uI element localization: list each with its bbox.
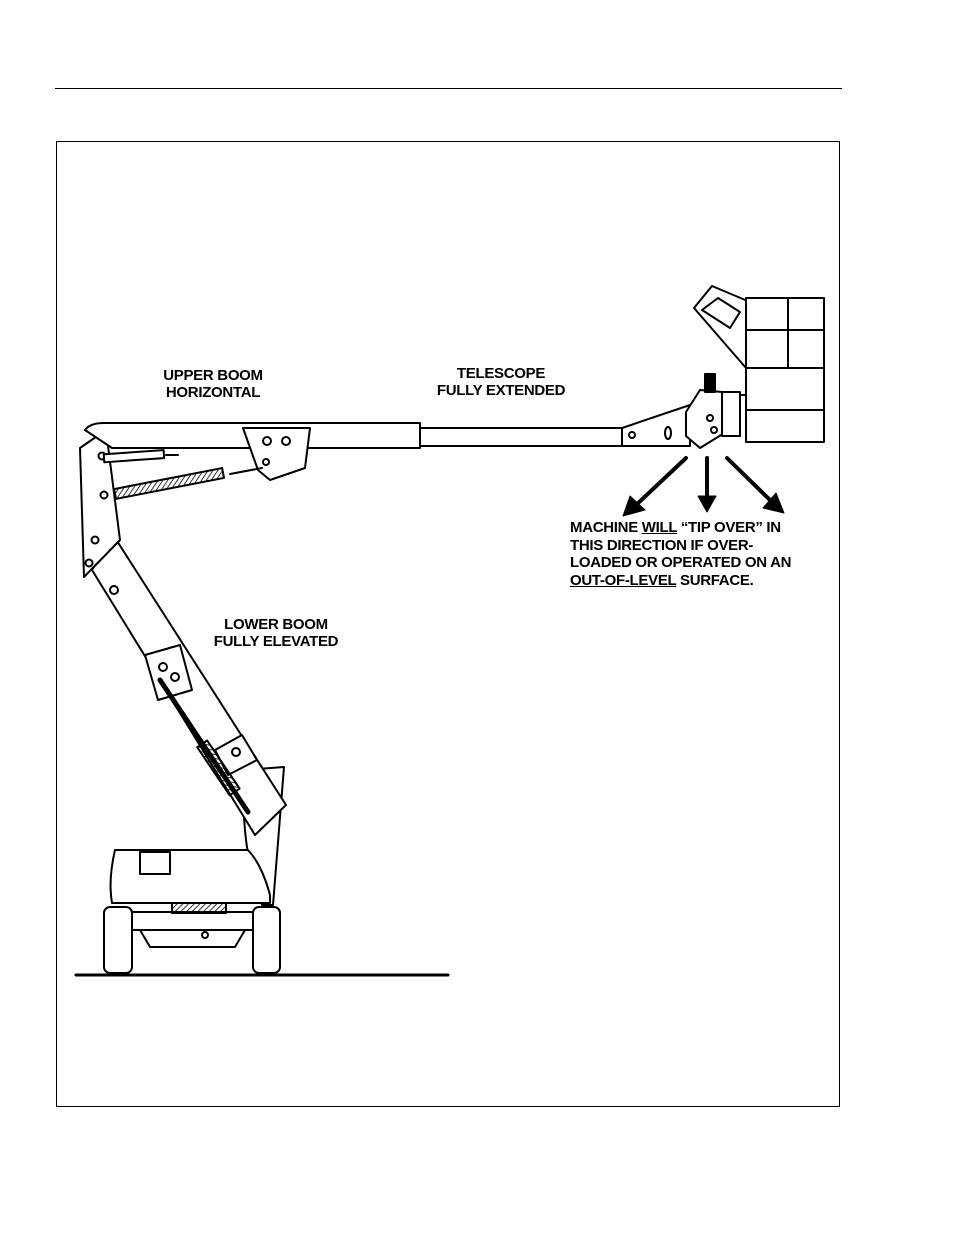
tip-over-warning: MACHINE WILL “TIP OVER” IN THIS DIRECTIO… xyxy=(570,519,791,589)
telescope-label-line1: TELESCOPE xyxy=(456,365,546,382)
warning-line-2: THIS DIRECTION IF OVER- xyxy=(570,536,754,554)
warning-text: “TIP OVER” IN xyxy=(676,519,781,536)
warning-line-1: MACHINE WILL “TIP OVER” IN xyxy=(570,519,791,537)
platform-rotator xyxy=(685,389,727,449)
warning-text: MACHINE xyxy=(570,519,642,536)
wheel-right xyxy=(252,906,281,974)
lower-boom-label: LOWER BOOM FULLY ELEVATED xyxy=(200,616,352,650)
platform-basket xyxy=(693,285,825,443)
warning-text: SURFACE. xyxy=(676,571,754,589)
warning-emphasis-will: WILL xyxy=(641,519,677,536)
upper-boom xyxy=(84,422,631,481)
upper-boom-label: UPPER BOOM HORIZONTAL xyxy=(148,367,278,401)
upper-boom-label-line1: UPPER BOOM xyxy=(163,367,263,384)
telescope-section xyxy=(419,427,631,447)
figure-frame xyxy=(56,141,840,1107)
upper-boom-label-line2: HORIZONTAL xyxy=(165,384,261,401)
lower-boom-label-line1: LOWER BOOM xyxy=(224,616,328,633)
jib xyxy=(621,404,691,447)
tip-over-arrows xyxy=(622,456,785,517)
telescope-label: TELESCOPE FULLY EXTENDED xyxy=(425,365,577,399)
lower-boom-label-line2: FULLY ELEVATED xyxy=(213,633,339,650)
wheel-left xyxy=(103,906,133,974)
lower-boom xyxy=(91,529,287,836)
boom-cylinders xyxy=(102,449,263,500)
base-housing xyxy=(109,849,271,904)
riser-link xyxy=(79,429,121,578)
upper-boom-bracket xyxy=(242,427,311,481)
warning-emphasis-out-of-level: OUT-OF-LEVEL xyxy=(570,571,677,589)
warning-line-4: OUT-OF-LEVEL SURFACE. xyxy=(570,572,791,590)
telescope-label-line2: FULLY EXTENDED xyxy=(436,382,566,399)
warning-line-3: LOADED OR OPERATED ON AN xyxy=(570,554,792,571)
header-rule xyxy=(55,88,842,89)
chassis xyxy=(103,902,281,974)
